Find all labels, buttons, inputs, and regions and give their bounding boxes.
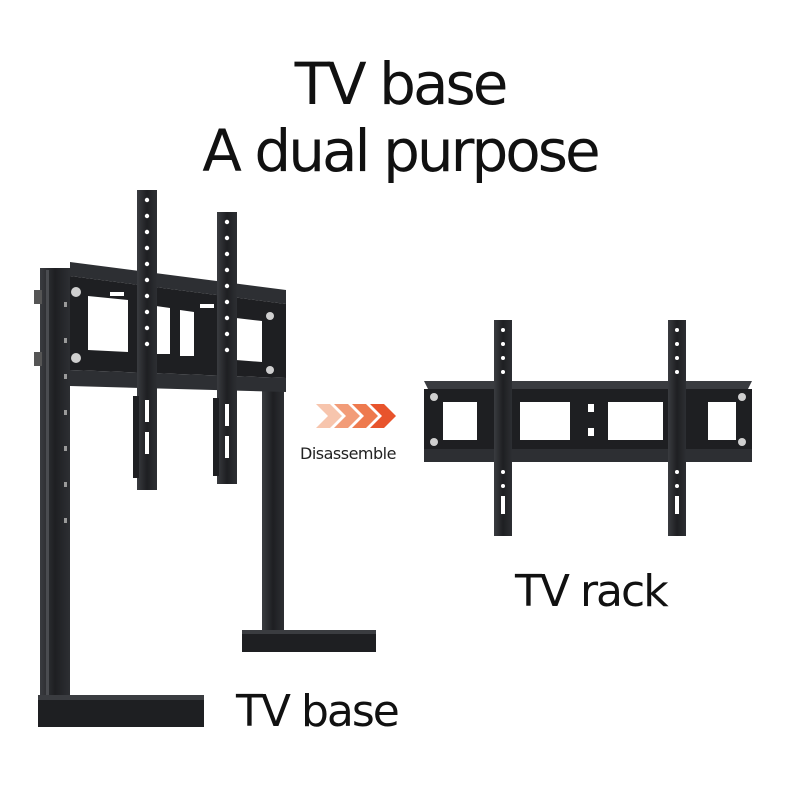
tv-base-stand [34, 190, 376, 727]
tv-rack-label: TV rack [515, 566, 669, 617]
tv-rack [424, 320, 752, 536]
chevron-right-icon [316, 404, 396, 428]
disassemble-label: Disassemble [300, 444, 396, 463]
headline-line-1: TV base [294, 50, 509, 118]
tv-base-label: TV base [236, 686, 400, 737]
headline-line-2: A dual purpose [202, 117, 600, 185]
